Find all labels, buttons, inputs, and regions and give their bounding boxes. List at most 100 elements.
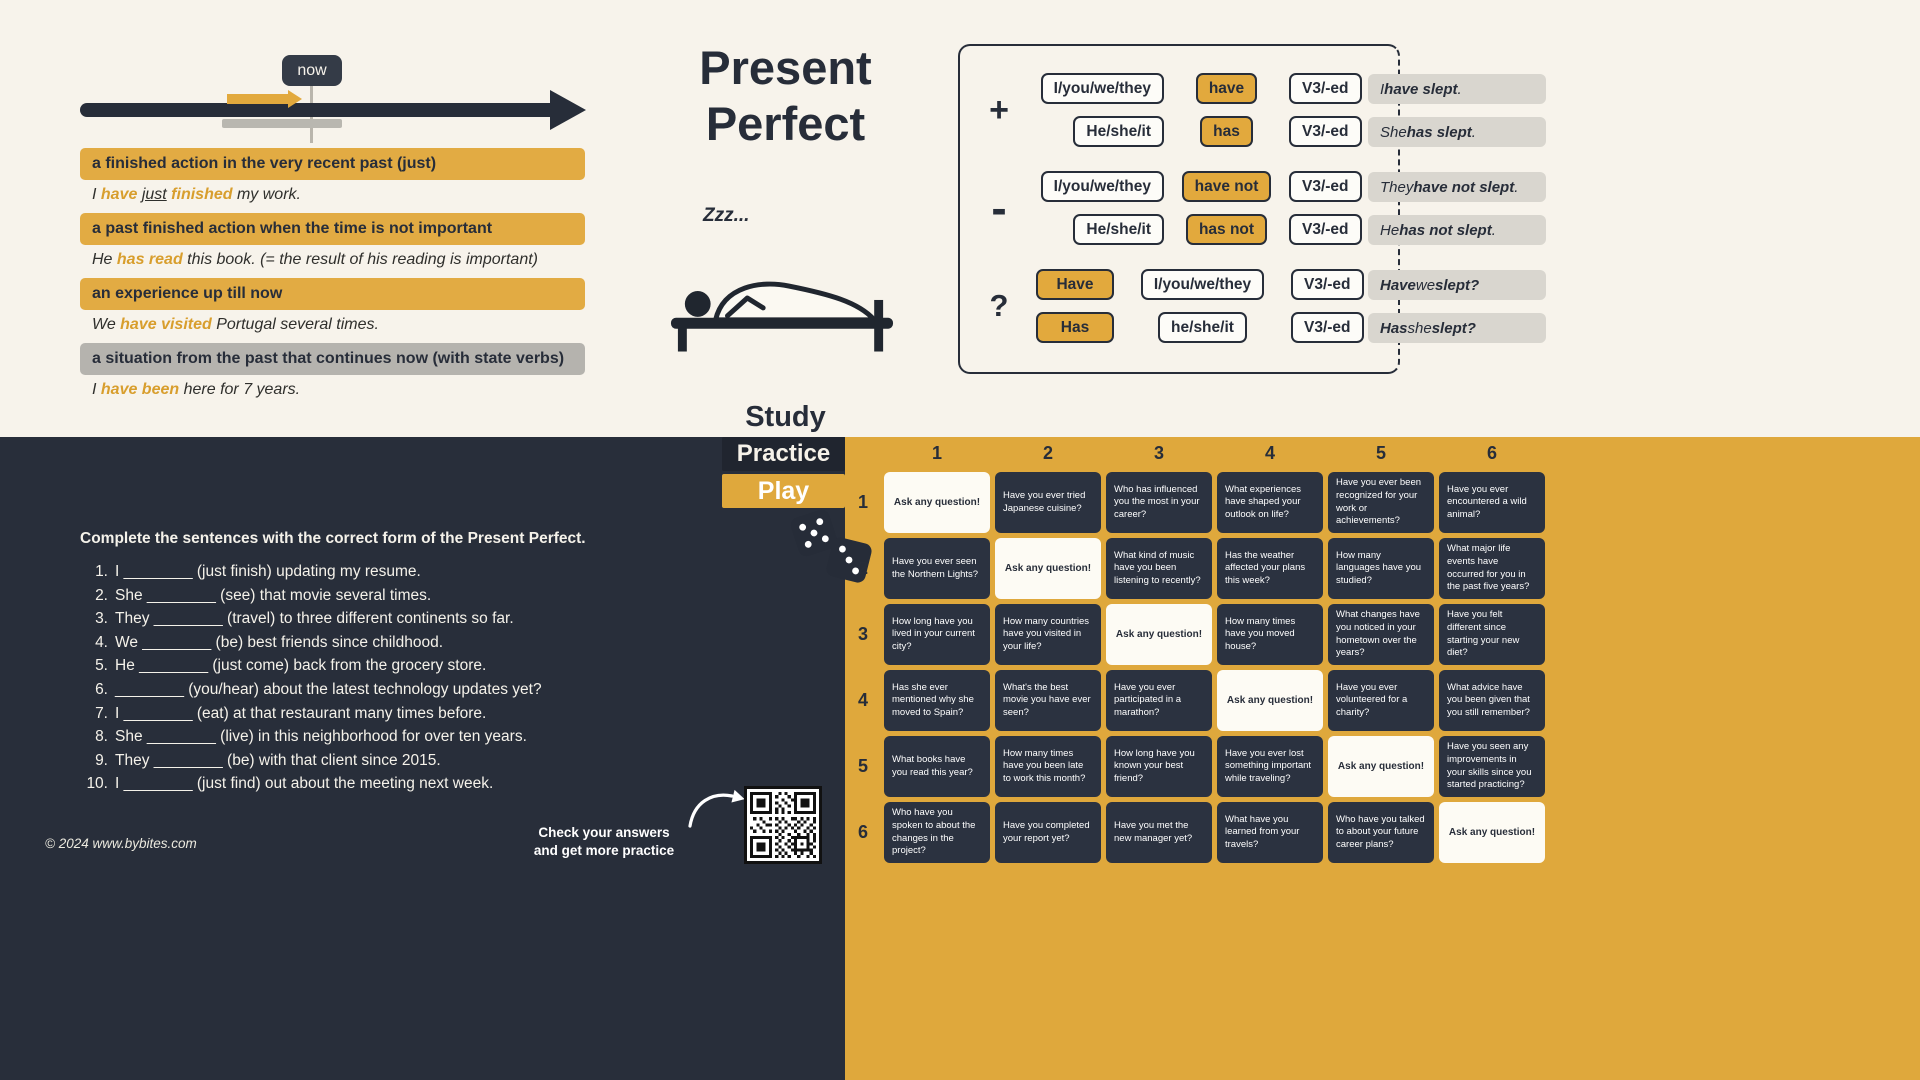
practice-item-text: I ________ (just finish) updating my res… xyxy=(115,563,421,580)
cta-line2: and get more practice xyxy=(533,842,675,858)
practice-item-number: 3. xyxy=(95,610,108,628)
practice-item-text: I ________ (just find) out about the mee… xyxy=(115,775,494,793)
chip-column: he/she/it xyxy=(1127,312,1278,343)
example-segment: have xyxy=(100,186,138,203)
practice-panel-background xyxy=(0,437,845,1080)
practice-item-text: They ________ (travel) to three differen… xyxy=(115,610,514,628)
practice-item-number: 9. xyxy=(95,751,108,769)
timeline-arrowhead xyxy=(550,90,586,130)
formation-chip: I/you/we/they xyxy=(1140,269,1265,300)
row-header: 6 xyxy=(857,822,868,842)
ask-any-question-cell: Ask any question! xyxy=(1328,736,1434,797)
formation-example: They have not slept. xyxy=(1368,172,1546,202)
formation-example: I have slept. xyxy=(1368,74,1546,104)
ask-any-question-cell: Ask any question! xyxy=(884,472,990,533)
formation-example: She has slept. xyxy=(1368,117,1546,147)
example-segment: has not slept xyxy=(1399,221,1492,239)
example-segment: Portugal several times. xyxy=(211,316,379,333)
formation-chip: he/she/it xyxy=(1158,312,1247,343)
example-segment: . xyxy=(1514,178,1519,196)
section-label-practice: Practice xyxy=(722,437,845,471)
example-segment: He xyxy=(92,251,117,268)
example-segment: Has xyxy=(1380,319,1408,337)
chip-column: I/you/we/they xyxy=(1127,269,1278,300)
example-segment: Have xyxy=(1380,276,1416,294)
formation-chip: has not xyxy=(1185,214,1268,245)
chip-column: have not xyxy=(1177,171,1276,202)
now-badge: now xyxy=(282,55,342,86)
usage-example: I have just finished my work. xyxy=(92,186,585,206)
example-segment: my work. xyxy=(232,186,301,203)
practice-item: 6.________ (you/hear) about the latest t… xyxy=(80,678,740,702)
formation-chip: V3/-ed xyxy=(1289,116,1362,147)
question-cell: Has the weather affected your plans this… xyxy=(1217,538,1323,599)
question-cell: What changes have you noticed in your ho… xyxy=(1328,604,1434,665)
timeline-bar xyxy=(80,103,558,117)
question-cell: Have you completed your report yet? xyxy=(995,802,1101,863)
formation-sign: + xyxy=(989,90,1009,129)
formation-chip: Has xyxy=(1036,312,1114,343)
column-header: 2 xyxy=(1042,443,1053,463)
question-cell: Have you seen any improvements in your s… xyxy=(1439,736,1545,797)
timeline-highlight-arrow xyxy=(227,90,302,108)
example-segment: I xyxy=(92,381,101,398)
example-segment: here for 7 years. xyxy=(179,381,301,398)
question-cell: Have you ever participated in a marathon… xyxy=(1106,670,1212,731)
practice-item-number: 5. xyxy=(95,657,108,675)
formation-sign: - xyxy=(991,182,1007,234)
practice-item-text: I ________ (eat) at that restaurant many… xyxy=(115,704,487,722)
question-cell: What advice have you been given that you… xyxy=(1439,670,1545,731)
example-segment: I xyxy=(92,186,101,203)
practice-item: 3. They ________ (travel) to three differ… xyxy=(80,607,740,631)
formation-example: He has not slept. xyxy=(1368,215,1546,245)
question-cell: How many times have you been late to wor… xyxy=(995,736,1101,797)
practice-item-text: She ________ (see) that movie several ti… xyxy=(115,586,432,604)
formation-chip: I/you/we/they xyxy=(1040,73,1164,104)
timeline-past-segment xyxy=(222,119,342,128)
chip-column: have xyxy=(1177,73,1276,104)
question-cell: Who has influenced you the most in your … xyxy=(1106,472,1212,533)
usage-example: He has read this book. (= the result of … xyxy=(92,251,585,271)
question-cell: Have you ever lost something important w… xyxy=(1217,736,1323,797)
question-cell: How long have you known your best friend… xyxy=(1106,736,1212,797)
chip-column: I/you/we/they xyxy=(1036,73,1164,104)
example-segment: I xyxy=(1380,80,1385,98)
chip-column: has not xyxy=(1177,214,1276,245)
practice-item-text: He ________ (just come) back from the gr… xyxy=(115,657,487,675)
row-header: 4 xyxy=(857,690,868,710)
page-title: Present Perfect xyxy=(633,40,938,153)
row-header: 3 xyxy=(857,624,868,644)
practice-item-text: We ________ (be) best friends since chil… xyxy=(115,633,444,651)
question-cell: Have you ever seen the Northern Lights? xyxy=(884,538,990,599)
example-segment: have slept xyxy=(1384,80,1458,98)
section-label-play: Play xyxy=(722,474,845,508)
practice-item-number: 2. xyxy=(95,586,108,604)
practice-item: 8.She ________ (live) in this neighborho… xyxy=(80,725,740,749)
practice-items: 1.I ________ (just finish) updating my r… xyxy=(80,560,740,796)
qr-code xyxy=(744,786,822,864)
question-grid: Ask any question!Have you ever tried Jap… xyxy=(884,472,1545,863)
formation-example: Have we slept? xyxy=(1368,270,1546,300)
ask-any-question-cell: Ask any question! xyxy=(1217,670,1323,731)
example-segment: . xyxy=(1457,80,1462,98)
example-segment: this book. (= the result of his reading … xyxy=(182,251,538,268)
practice-item-text: They ________ (be) with that client sinc… xyxy=(115,751,441,769)
column-header: 6 xyxy=(1486,443,1497,463)
example-segment: . xyxy=(1471,123,1476,141)
practice-item-text: ________ (you/hear) about the latest tec… xyxy=(115,680,542,698)
cta-line1: Check your answers xyxy=(538,825,670,840)
practice-item: 9. They ________ (be) with that client si… xyxy=(80,749,740,773)
practice-item-text: She ________ (live) in this neighborhood… xyxy=(115,728,527,746)
practice-item: 4.We ________ (be) best friends since ch… xyxy=(80,631,740,655)
practice-item: 5. He ________ (just come) back from the … xyxy=(80,654,740,678)
